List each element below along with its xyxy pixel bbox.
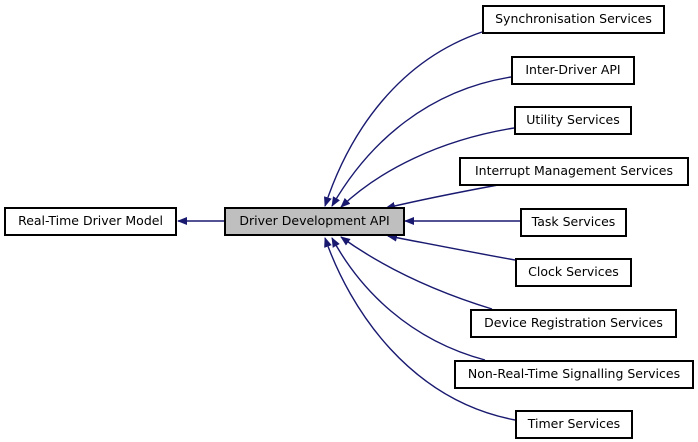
node-synchronisation-services[interactable]: Synchronisation Services — [482, 5, 665, 34]
node-interrupt-management-services[interactable]: Interrupt Management Services — [459, 157, 689, 186]
node-label: Inter-Driver API — [525, 62, 621, 77]
edge-irq-ddapi — [385, 184, 499, 210]
edge-util-ddapi — [340, 127, 515, 208]
node-timer-services[interactable]: Timer Services — [515, 410, 633, 439]
node-label: Timer Services — [527, 416, 621, 431]
edge-clock-ddapi — [387, 233, 516, 261]
node-non-real-time-signalling-services[interactable]: Non-Real-Time Signalling Services — [454, 360, 694, 389]
edge-nrtsig-ddapi — [331, 237, 486, 361]
node-clock-services[interactable]: Clock Services — [515, 258, 632, 287]
edge-interdrv-ddapi — [331, 76, 512, 207]
edge-sync-ddapi — [324, 31, 483, 207]
node-label: Synchronisation Services — [495, 11, 652, 26]
node-task-services[interactable]: Task Services — [520, 208, 627, 237]
node-label: Non-Real-Time Signalling Services — [467, 366, 681, 381]
node-inter-driver-api[interactable]: Inter-Driver API — [511, 56, 635, 85]
node-utility-services[interactable]: Utility Services — [514, 106, 632, 135]
node-label: Device Registration Services — [484, 315, 663, 330]
node-label: Utility Services — [526, 112, 620, 127]
node-label: Driver Development API — [239, 213, 390, 228]
edge-devreg-ddapi — [340, 236, 493, 310]
node-real-time-driver-model[interactable]: Real-Time Driver Model — [4, 207, 177, 236]
edge-timer-ddapi — [324, 237, 516, 421]
node-label: Task Services — [531, 214, 616, 229]
node-driver-development-api[interactable]: Driver Development API — [224, 207, 405, 236]
node-label: Clock Services — [528, 264, 619, 279]
node-label: Real-Time Driver Model — [18, 213, 163, 228]
node-device-registration-services[interactable]: Device Registration Services — [470, 309, 677, 338]
node-label: Interrupt Management Services — [474, 163, 674, 178]
